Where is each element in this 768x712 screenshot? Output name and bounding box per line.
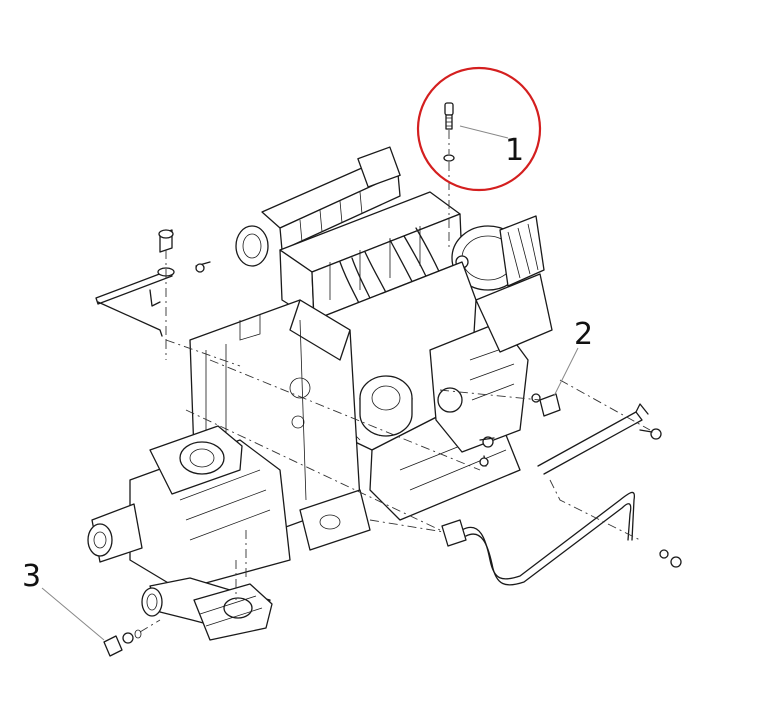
coolant-elbow bbox=[141, 560, 273, 641]
oil-filter bbox=[359, 375, 413, 437]
right-wire-harness bbox=[479, 379, 662, 475]
callout-3-label: 3 bbox=[22, 559, 41, 594]
callout-1-leader bbox=[459, 125, 509, 139]
drain-plug bbox=[103, 619, 161, 657]
left-bracket-assembly bbox=[95, 229, 211, 360]
highlight-circle bbox=[416, 66, 542, 192]
output-shaft bbox=[87, 503, 143, 563]
callout-2-label: 2 bbox=[574, 317, 593, 352]
engine-assembly bbox=[87, 146, 553, 591]
temperature-sensor bbox=[439, 389, 561, 417]
callout-2-leader bbox=[553, 347, 579, 397]
bellhousing bbox=[129, 425, 291, 591]
fuel-injection-pump bbox=[429, 273, 553, 453]
intake-manifold bbox=[235, 146, 401, 267]
cylinder-head bbox=[279, 191, 463, 321]
assembly-guide-lines bbox=[165, 339, 481, 580]
callout-3-leader bbox=[41, 587, 105, 641]
lower-housing-bracket bbox=[299, 489, 371, 551]
callout-1: 1 bbox=[459, 125, 524, 168]
alternator bbox=[451, 215, 545, 291]
lower-wire-harness bbox=[369, 479, 682, 586]
callout-3: 3 bbox=[22, 559, 105, 641]
callout-1-label: 1 bbox=[505, 133, 524, 168]
oil-pressure-switch bbox=[443, 102, 455, 250]
callout-2: 2 bbox=[553, 317, 593, 397]
